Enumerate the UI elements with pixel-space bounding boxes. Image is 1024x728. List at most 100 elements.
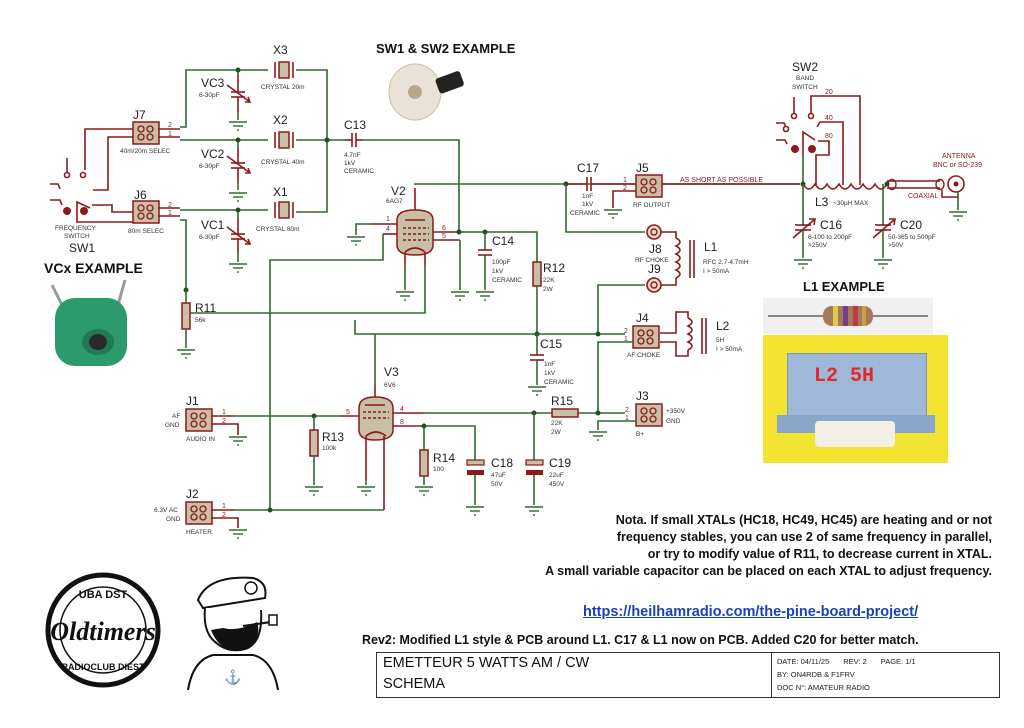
- svg-text:SW2: SW2: [792, 60, 818, 74]
- svg-text:J5: J5: [636, 161, 649, 175]
- frequency-switch-sw1: FREQUENCY SWITCH SW1: [50, 128, 133, 255]
- svg-text:2: 2: [222, 418, 226, 425]
- capacitor-c20: C20 50-365 to 500pF >50V: [872, 184, 936, 269]
- note-line: A small variable capacitor can be placed…: [545, 564, 992, 578]
- vcx-example-heading: VCx EXAMPLE: [44, 260, 143, 276]
- svg-text:GND: GND: [666, 418, 681, 425]
- note-text: Nota. If small XTALs (HC18, HC49, HC45) …: [522, 512, 992, 580]
- crystal-x1: X1 CRYSTAL 80m: [256, 185, 300, 233]
- svg-text:56k: 56k: [195, 317, 206, 324]
- capacitor-c14: C14 100pF 1kV CERAMIC: [475, 232, 522, 301]
- note-line: Nota. If small XTALs (HC18, HC49, HC45) …: [615, 513, 992, 527]
- svg-text:1kV: 1kV: [582, 201, 594, 208]
- svg-text:2: 2: [168, 202, 172, 209]
- title-block-rev: REV: 2: [843, 657, 867, 666]
- svg-text:J7: J7: [133, 108, 146, 122]
- rfc-inductor-photo: [763, 298, 933, 334]
- resistor-r12: R12 22K 2W: [532, 261, 565, 334]
- logo-name-text: Oldtimers: [50, 617, 155, 646]
- af-choke-photo: L2 5H: [763, 335, 948, 463]
- svg-text:CRYSTAL 20m: CRYSTAL 20m: [261, 84, 305, 91]
- svg-text:5H: 5H: [716, 337, 725, 344]
- svg-text:AS SHORT AS POSSIBLE: AS SHORT AS POSSIBLE: [680, 177, 763, 184]
- svg-text:R11: R11: [195, 301, 216, 315]
- svg-text:L3: L3: [815, 195, 829, 209]
- svg-text:20: 20: [825, 89, 833, 96]
- svg-text:VC3: VC3: [201, 76, 225, 90]
- svg-text:CRYSTAL 80m: CRYSTAL 80m: [256, 226, 300, 233]
- svg-text:450V: 450V: [549, 481, 565, 488]
- svg-text:I > 50mA: I > 50mA: [716, 346, 743, 353]
- connector-j7: 21 J7 40m/20m SELEC: [120, 108, 180, 155]
- svg-text:GND: GND: [166, 516, 181, 523]
- l1-example-heading: L1 EXAMPLE: [803, 279, 885, 294]
- svg-text:CRYSTAL 40m: CRYSTAL 40m: [261, 159, 305, 166]
- svg-text:C20: C20: [900, 218, 922, 232]
- svg-text:C14: C14: [492, 234, 514, 248]
- connector-j6: 21 J6 80m SELEC: [128, 188, 180, 235]
- svg-text:6-30pF: 6-30pF: [199, 92, 220, 99]
- logo-top-text: UBA DST: [79, 589, 128, 601]
- svg-text:AF CHOKE: AF CHOKE: [627, 352, 661, 359]
- oldtimers-logo: UBA DST Oldtimers RADIOCLUB DIEST: [45, 572, 161, 688]
- coax-antenna: COAXIAL ANTENNA BNC or SO-239: [887, 153, 982, 221]
- svg-text:1kV: 1kV: [544, 370, 556, 377]
- svg-text:R15: R15: [551, 394, 573, 408]
- svg-text:FREQUENCY: FREQUENCY: [55, 225, 96, 232]
- title-block-title: EMETTEUR 5 WATTS AM / CW: [383, 655, 590, 671]
- svg-text:SWITCH: SWITCH: [64, 233, 90, 240]
- svg-text:2W: 2W: [543, 286, 554, 293]
- capacitor-c19: C19 22uF 450V: [524, 410, 571, 516]
- svg-text:8: 8: [400, 419, 404, 426]
- svg-text:6-30pF: 6-30pF: [199, 234, 220, 241]
- svg-text:L1: L1: [704, 240, 718, 254]
- band-switch-sw2: SW2 BAND SWITCH 20 40 80: [776, 60, 861, 185]
- svg-text:J6: J6: [134, 188, 147, 202]
- svg-text:50V: 50V: [491, 481, 503, 488]
- svg-text:6.3V AC: 6.3V AC: [154, 507, 178, 514]
- svg-text:40m/20m SELEC: 40m/20m SELEC: [120, 148, 171, 155]
- svg-text:GND: GND: [165, 422, 180, 429]
- svg-text:C17: C17: [577, 161, 599, 175]
- svg-text:B+: B+: [636, 431, 644, 438]
- svg-text:C19: C19: [549, 456, 571, 470]
- svg-text:>250V: >250V: [808, 242, 828, 249]
- capacitor-c18: C18 47uF 50V: [465, 456, 513, 516]
- note-line: or try to modify value of R11, to decrea…: [647, 547, 992, 561]
- project-link[interactable]: https://heilhamradio.com/the-pine-board-…: [583, 604, 919, 620]
- connector-j5: 12 J5 RF OUTPUT AS SHORT AS POSSIBLE: [603, 161, 800, 219]
- capacitor-c15: C15 1nF 1kV CERAMIC: [527, 334, 574, 396]
- svg-text:R13: R13: [322, 430, 344, 444]
- svg-text:J8: J8: [649, 242, 662, 256]
- svg-text:COAXIAL: COAXIAL: [908, 193, 938, 200]
- resistor-r11: R11 56k: [176, 287, 216, 359]
- svg-text:2: 2: [222, 512, 226, 519]
- trimmer-vc2: VC2 6-30pF: [199, 147, 252, 183]
- title-block-subtitle: SCHEMA: [383, 676, 446, 692]
- af-choke-l2: 21 J4 AF CHOKE L2 5H I > 50mA: [354, 311, 743, 413]
- anchor-icon: ⚓: [224, 669, 241, 686]
- connector-j2: 12 J2 6.3V AC GND HEATER: [154, 487, 384, 539]
- svg-text:4: 4: [400, 406, 404, 413]
- svg-text:R12: R12: [543, 261, 565, 275]
- svg-text:1: 1: [625, 415, 629, 422]
- svg-text:J9: J9: [648, 262, 661, 276]
- svg-text:X3: X3: [273, 43, 288, 57]
- svg-text:1nF: 1nF: [544, 361, 555, 368]
- svg-text:1: 1: [623, 177, 627, 184]
- svg-text:1: 1: [168, 210, 172, 217]
- svg-text:1kV: 1kV: [344, 160, 356, 167]
- crystal-network: [180, 67, 345, 290]
- svg-text:1: 1: [168, 131, 172, 138]
- resistor-r15: R15 22K 2W: [551, 394, 579, 436]
- connector-j3: 21 J3 +350V GND B+: [588, 389, 686, 441]
- svg-text:C18: C18: [491, 456, 513, 470]
- svg-text:J1: J1: [186, 394, 199, 408]
- title-block-doc: DOC N°: AMATEUR RADIO: [777, 683, 870, 692]
- svg-text:V2: V2: [391, 184, 406, 198]
- svg-text:C15: C15: [540, 337, 562, 351]
- svg-text:50-365 to 500pF: 50-365 to 500pF: [888, 234, 936, 241]
- svg-text:4: 4: [386, 226, 390, 233]
- svg-text:AF: AF: [172, 413, 180, 420]
- svg-text:RF OUTPUT: RF OUTPUT: [633, 202, 670, 209]
